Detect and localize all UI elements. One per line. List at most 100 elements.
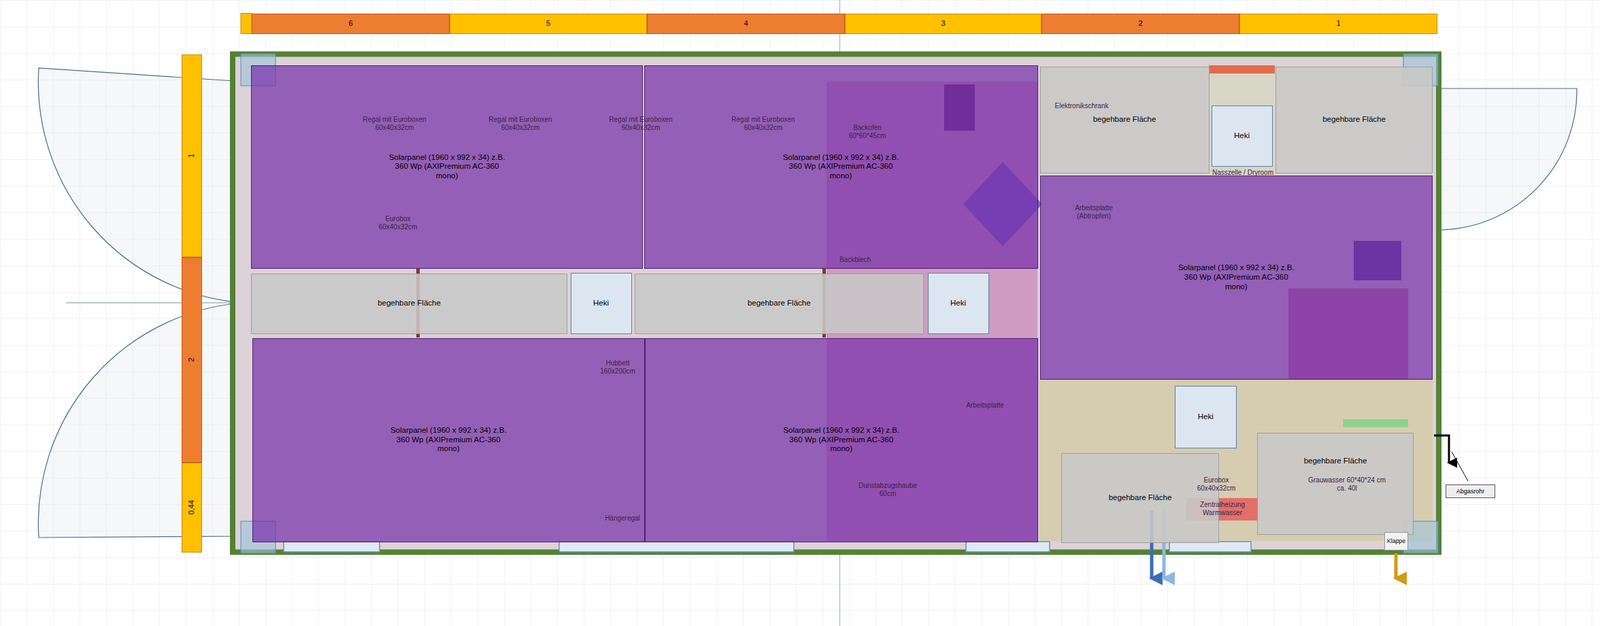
door-swing [38,68,245,303]
flap-box: Klappe [1384,531,1409,551]
walkable-area-text: begehbare Fläche [1322,114,1386,125]
ruler-segment-text: 3 [940,19,945,28]
ruler-segment-text: 1 [1336,19,1341,28]
ruler-segment-text: 6 [348,19,353,28]
room-label-box: Hubbett 160x200cm [590,359,645,377]
room-label-box: Backblech [824,252,886,265]
solar-panel: Solarpanel (1960 x 992 x 34) z.B. 360 Wp… [251,65,643,269]
room-label-box: Eurobox 60x40x32cm [370,214,426,232]
room-label-box: Zentralheizung Warmwasser [1188,500,1257,518]
room-label-box: Hängeregal [591,510,654,524]
walkable-area: begehbare Fläche [1061,453,1220,543]
ruler-segment: 1 [1239,13,1438,35]
room-label: Zentralheizung Warmwasser [1188,500,1257,518]
room-label-box: Regal mit Euroboxen 60x40x32cm [353,115,436,133]
solar-panel-text: Solarpanel (1960 x 992 x 34) z.B. 360 Wp… [385,153,509,181]
solar-panel-text: Solarpanel (1960 x 992 x 34) z.B. 360 Wp… [1174,263,1298,292]
ruler-segment: 1 [181,54,203,258]
ruler-segment [240,13,252,35]
walkable-area-text: begehbare Fläche [377,298,441,309]
room-label: Elektronikschrank [1055,102,1109,111]
room-label: Regal mit Euroboxen 60x40x32cm [600,115,682,132]
exhaust-pipe [1434,435,1449,463]
room-label: Regal mit Euroboxen 60x40x32cm [722,115,805,132]
roof-hatch-text: Heki [593,298,609,309]
roof-hatch: Heki [1174,385,1238,449]
floor-zone [1039,65,1433,175]
callout-box-text: Abgasrohr [1456,487,1486,496]
axis-line [65,302,244,304]
flap-box-text: Klappe [1387,537,1406,545]
room-label: Eurobox 60x40x32cm [1192,476,1241,493]
room-label-box: Regal mit Euroboxen 60x40x32cm [600,115,682,133]
solar-panel: Solarpanel (1960 x 992 x 34) z.B. 360 Wp… [252,338,646,543]
ruler-segment-text: 2 [1138,19,1143,28]
room-label: Dunstabzugshaube 60cm [850,481,926,498]
ruler-segment-text: 0,44 [187,500,196,515]
window [1169,541,1252,552]
room-label: Backblech [839,255,871,264]
walkable-area: begehbare Fläche [1257,432,1414,535]
window [283,541,380,552]
room-label: Arbeitsplatte [965,401,1005,410]
walkable-area: begehbare Fläche [251,273,568,335]
window [559,541,794,552]
roof-hatch: Heki [1211,105,1273,167]
walkable-area: begehbare Fläche [1275,66,1433,175]
room-label: Eurobox 60x40x32cm [370,214,426,232]
solar-panel-text: Solarpanel (1960 x 992 x 34) z.B. 360 Wp… [779,153,903,181]
room-label-box: Eurobox 60x40x32cm [1192,476,1241,494]
guide-line [839,552,841,626]
van-outline [232,54,1439,553]
room-label-box: Dunstabzugshaube 60cm [850,481,926,499]
walkable-area-text: begehbare Fläche [1304,456,1368,466]
door-swing [38,302,245,538]
drain-pipe [1394,553,1398,579]
walkable-area: begehbare Fläche [634,273,924,335]
room-label-box: Grauwasser 60*40*24 cm ca. 40l [1302,476,1392,494]
room-label-box: Nasszelle / Dryroom [1198,165,1288,178]
roof-hatch-text: Heki [1234,131,1250,141]
room-label: Regal mit Euroboxen 60x40x32cm [353,115,436,132]
room-label-box: Arbeitsplatte [951,397,1020,411]
door-swing [1438,88,1577,230]
solar-panel: Solarpanel (1960 x 992 x 34) z.B. 360 Wp… [644,338,1039,543]
room-label-box: Arbeitsplatte (Abtropfen) [1063,204,1125,222]
window [965,541,1050,552]
room-label: Hängeregal [604,514,641,523]
ruler-segment-text: 4 [743,19,748,28]
ruler-segment: 3 [844,13,1042,35]
walkable-area-text: begehbare Fläche [747,298,811,309]
callout-box: Abgasrohr [1445,484,1496,498]
ruler-segment: 5 [449,13,647,35]
walkable-area-text: begehbare Fläche [1108,493,1173,503]
room-label: Arbeitsplatte (Abtropfen) [1063,204,1125,221]
ruler-segment-text: 2 [187,357,196,362]
roof-hatch: Heki [570,272,632,335]
solar-panel: Solarpanel (1960 x 992 x 34) z.B. 360 Wp… [644,65,1039,269]
room-label: Nasszelle / Dryroom [1212,168,1274,177]
roof-hatch-text: Heki [1197,412,1214,422]
room-label: Grauwasser 60*40*24 cm ca. 40l [1302,476,1392,493]
cabinet-shape [1342,419,1409,428]
walkable-area-text: begehbare Fläche [1093,114,1157,125]
room-label-box: Elektronikschrank [1044,98,1120,111]
ruler-segment: 2 [1041,13,1240,35]
ruler-segment-text: 5 [546,19,551,28]
ruler-segment: 4 [646,13,845,35]
ruler-segment-text: 1 [187,153,196,158]
room-label: Regal mit Euroboxen 60x40x32cm [479,115,562,132]
room-label-box: Regal mit Euroboxen 60x40x32cm [722,115,805,133]
wall-strip [1208,65,1275,74]
walkable-area: begehbare Fläche [1040,66,1210,175]
room-label-box: Backofen 60*60*45cm [836,123,898,141]
solar-panel-text: Solarpanel (1960 x 992 x 34) z.B. 360 Wp… [387,425,510,454]
ruler-segment: 6 [251,13,450,35]
roof-hatch: Heki [927,272,990,335]
ruler-segment: 0,44 [181,462,203,553]
roof-hatch-text: Heki [950,298,966,309]
solar-panel-text: Solarpanel (1960 x 992 x 34) z.B. 360 Wp… [780,425,903,454]
ruler-segment: 2 [181,257,203,463]
room-label: Hubbett 160x200cm [590,359,645,376]
